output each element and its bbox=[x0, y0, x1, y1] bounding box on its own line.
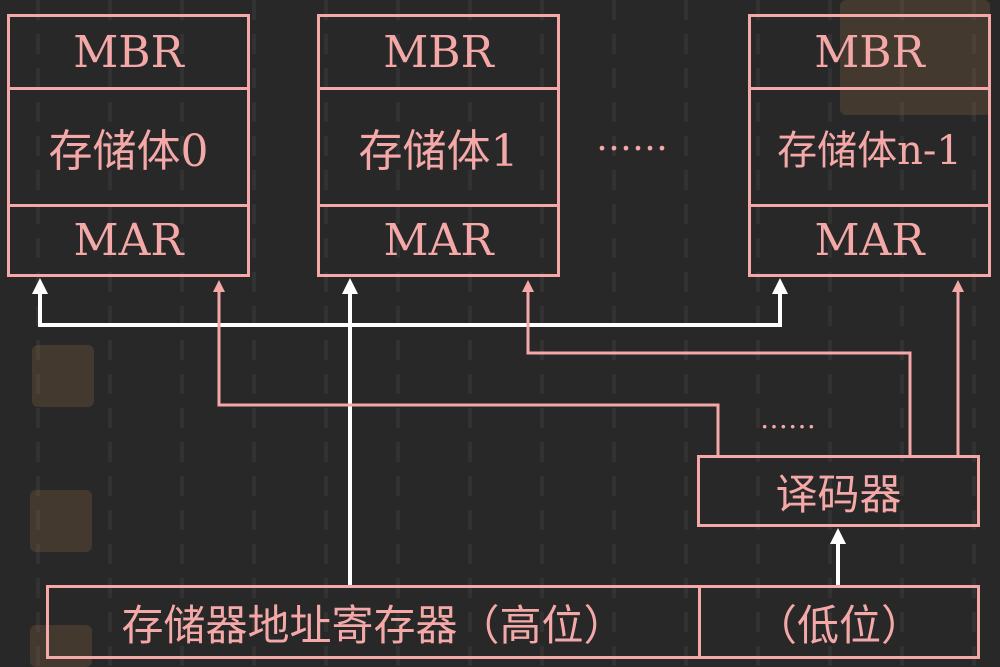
select-line-module-0 bbox=[213, 280, 720, 456]
address-register-low: （低位） bbox=[754, 600, 923, 650]
module-n-1-mbr: MBR bbox=[814, 26, 925, 78]
module-n-1-mar: MAR bbox=[814, 215, 925, 266]
module-0-mar: MAR bbox=[73, 215, 184, 266]
module-0-bank: 存储体0 bbox=[10, 87, 247, 207]
decoder-box: 译码器 bbox=[697, 455, 980, 527]
background-seal-top-right bbox=[840, 0, 990, 115]
module-1-mbr: MBR bbox=[383, 26, 494, 78]
module-n-1-bank: 存储体n-1 bbox=[751, 87, 988, 207]
background-seal-left-3 bbox=[30, 625, 92, 667]
memory-module-0: MBR 存储体0 MAR bbox=[7, 14, 250, 277]
module-1-bank: 存储体1 bbox=[320, 87, 557, 207]
modules-ellipsis: …… bbox=[596, 118, 668, 159]
address-register: 存储器地址寄存器（高位） （低位） bbox=[46, 585, 980, 659]
select-line-module-1 bbox=[522, 280, 912, 456]
module-0-mbr: MBR bbox=[73, 26, 184, 78]
memory-module-1: MBR 存储体1 MAR bbox=[317, 14, 560, 277]
high-address-bus-to-module-n-1 bbox=[350, 278, 788, 327]
decoder-label: 译码器 bbox=[775, 469, 902, 519]
module-1-mar: MAR bbox=[383, 215, 494, 266]
background-seal-left-2 bbox=[30, 490, 92, 552]
memory-module-n-1: MBR 存储体n-1 MAR bbox=[748, 14, 991, 277]
high-address-bus bbox=[32, 278, 352, 587]
address-register-high: 存储器地址寄存器（高位） bbox=[49, 588, 701, 656]
select-lines-ellipsis: …… bbox=[760, 402, 816, 435]
background-seal-left-1 bbox=[32, 345, 94, 407]
